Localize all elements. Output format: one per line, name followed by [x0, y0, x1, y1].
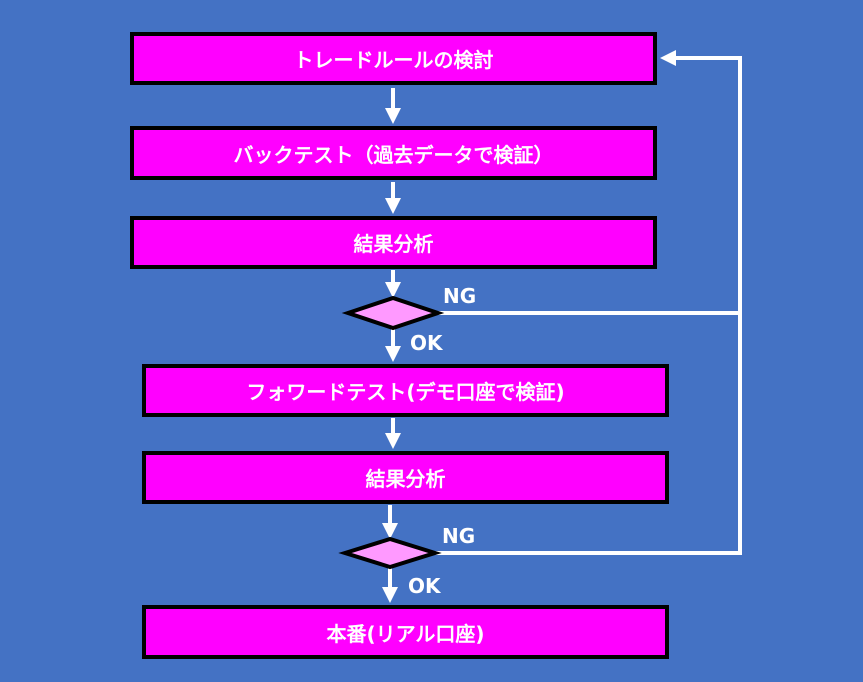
ng-label-2: NG: [442, 524, 476, 548]
ng-loop-2: [435, 50, 742, 555]
decision-diamond-1: [341, 295, 445, 331]
step-result-analysis-1: 結果分析: [130, 216, 657, 269]
step-label: バックテスト（過去データで検証）: [233, 142, 554, 167]
step-forward-test: フォワードテスト(デモ口座で検証): [142, 364, 669, 417]
step-label: 結果分析: [365, 467, 446, 491]
step-label: フォワードテスト(デモ口座で検証): [246, 380, 565, 404]
step-backtest: バックテスト（過去データで検証）: [130, 126, 657, 180]
step-result-analysis-2: 結果分析: [142, 451, 669, 504]
ng-label-1: NG: [443, 284, 477, 308]
ok-label-2: OK: [408, 574, 441, 598]
step-label: 結果分析: [353, 232, 434, 256]
ok-label-1: OK: [410, 331, 443, 355]
step-label: 本番(リアル口座): [326, 621, 485, 646]
step-live-trading: 本番(リアル口座): [142, 605, 669, 659]
decision-diamond-2: [338, 536, 442, 570]
step-label: トレードルールの検討: [293, 48, 494, 72]
step-trade-rule-review: トレードルールの検討: [130, 32, 657, 85]
